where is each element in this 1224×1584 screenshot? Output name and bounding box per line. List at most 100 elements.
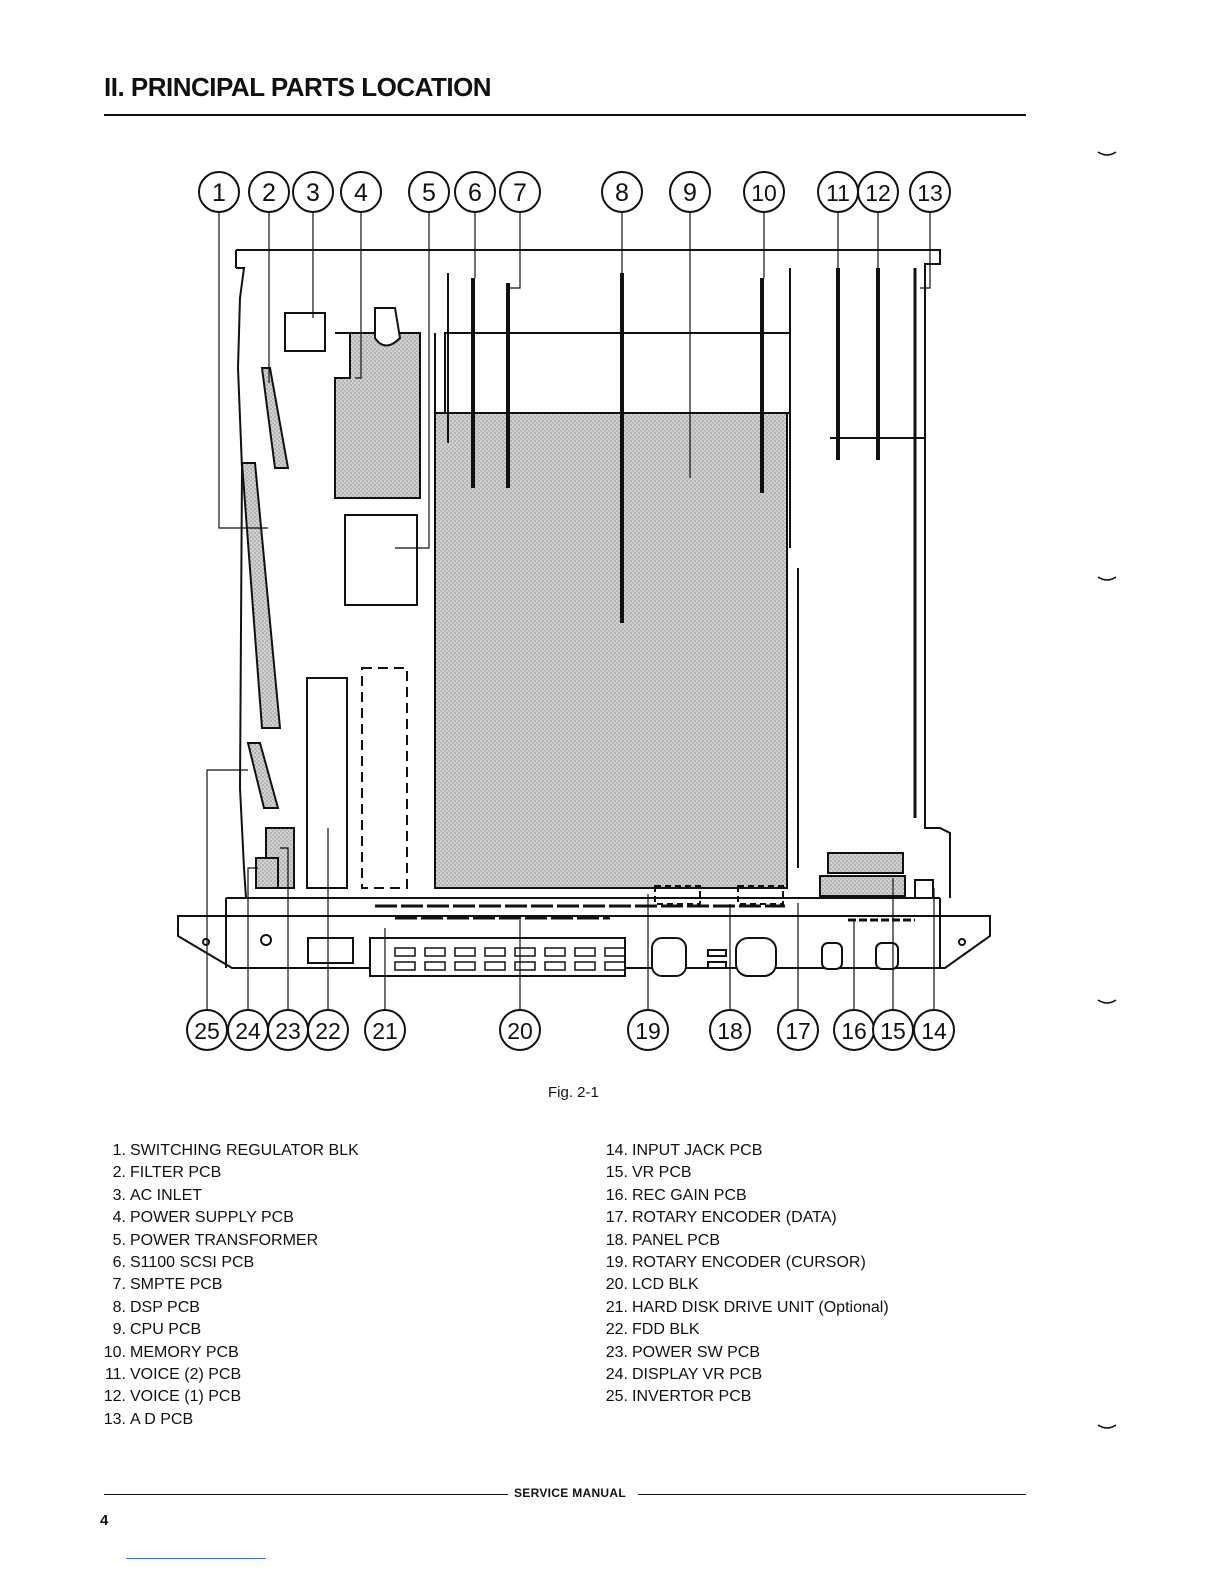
fdd-block xyxy=(306,677,348,889)
callout-number: 10 xyxy=(751,180,777,206)
list-item: 1.SWITCHING REGULATOR BLK xyxy=(112,1142,359,1159)
callout-circle xyxy=(913,1009,955,1051)
callout-19: 19 xyxy=(627,1009,669,1051)
callout-2: 2 xyxy=(248,171,290,213)
callout-20: 20 xyxy=(499,1009,541,1051)
list-item: 13.A D PCB xyxy=(103,1410,194,1428)
cursor-knob xyxy=(651,937,687,977)
callout-circle xyxy=(777,1009,819,1051)
list-item: 19.ROTARY ENCODER (CURSOR) xyxy=(605,1253,866,1271)
parts-list-left: 1.SWITCHING REGULATOR BLK 2.FILTER PCB 3… xyxy=(98,1140,359,1431)
callout-circle xyxy=(340,171,382,213)
page-title: II. PRINCIPAL PARTS LOCATION xyxy=(104,72,492,102)
list-item: 3.AC INLET xyxy=(112,1186,203,1204)
callout-circle xyxy=(248,171,290,213)
callout-number: 15 xyxy=(880,1018,906,1044)
callout-14: 14 xyxy=(913,1009,955,1051)
callout-number: 11 xyxy=(826,180,850,206)
footer-rule-left xyxy=(104,1494,508,1495)
callout-16: 16 xyxy=(833,1009,875,1051)
list-item: 8.DSP PCB xyxy=(112,1298,200,1316)
callout-circle xyxy=(857,171,899,213)
callout-number: 17 xyxy=(785,1018,811,1044)
callout-number: 4 xyxy=(354,179,368,207)
callout-24: 24 xyxy=(227,1009,269,1051)
callout-number: 1 xyxy=(212,179,226,207)
list-item: 5.POWER TRANSFORMER xyxy=(112,1231,319,1249)
footer-rule-right xyxy=(638,1494,1026,1495)
regulator-board xyxy=(240,462,282,729)
list-item: 7.SMPTE PCB xyxy=(112,1276,223,1294)
callout-circle xyxy=(601,171,643,213)
callout-23: 23 xyxy=(267,1009,309,1051)
callout-circle xyxy=(408,171,450,213)
list-item: 14.INPUT JACK PCB xyxy=(605,1142,763,1159)
list-item: 22.FDD BLK xyxy=(605,1321,700,1339)
callout-number: 6 xyxy=(468,179,482,207)
parts-location-diagram: 1234567891011121325242322212019181716151… xyxy=(177,171,991,1051)
list-item: 2.FILTER PCB xyxy=(112,1164,222,1182)
margin-mark xyxy=(1097,576,1117,581)
callout-11: 11 xyxy=(817,171,859,213)
callout-13: 13 xyxy=(909,171,951,213)
callout-number: 13 xyxy=(917,180,943,206)
header-rule xyxy=(104,114,1026,116)
margin-mark xyxy=(1097,1424,1117,1429)
callout-12: 12 xyxy=(857,171,899,213)
list-item: 6.S1100 SCSI PCB xyxy=(112,1253,255,1271)
callout-circle xyxy=(307,1009,349,1051)
callout-number: 20 xyxy=(507,1018,533,1044)
page-number: 4 xyxy=(100,1512,109,1529)
callout-number: 9 xyxy=(683,179,697,207)
callout-21: 21 xyxy=(364,1009,406,1051)
list-item: 23.POWER SW PCB xyxy=(605,1343,761,1361)
callout-number: 23 xyxy=(275,1018,301,1044)
callout-number: 18 xyxy=(717,1018,743,1044)
callout-8: 8 xyxy=(601,171,643,213)
callout-circle xyxy=(454,171,496,213)
callout-number: 19 xyxy=(635,1018,661,1044)
callout-number: 5 xyxy=(422,179,436,207)
main-board xyxy=(434,412,788,889)
callout-4: 4 xyxy=(340,171,382,213)
list-item: 25.INVERTOR PCB xyxy=(605,1388,752,1406)
ac-inlet-shape xyxy=(284,312,326,352)
callout-number: 22 xyxy=(315,1018,341,1044)
callout-circle xyxy=(743,171,785,213)
callout-3: 3 xyxy=(292,171,334,213)
callout-circle xyxy=(198,171,240,213)
bottom-accent-line xyxy=(126,1558,266,1559)
callout-circle xyxy=(709,1009,751,1051)
list-item: 20.LCD BLK xyxy=(605,1276,699,1294)
callout-number: 12 xyxy=(865,180,891,206)
list-item: 11.VOICE (2) PCB xyxy=(104,1365,242,1383)
list-item: 21.HARD DISK DRIVE UNIT (Optional) xyxy=(605,1298,889,1316)
callout-circle xyxy=(669,171,711,213)
callout-circle xyxy=(499,171,541,213)
list-item: 15.VR PCB xyxy=(605,1164,692,1182)
list-item: 18.PANEL PCB xyxy=(605,1231,721,1249)
callout-circle xyxy=(499,1009,541,1051)
list-item: 24.DISPLAY VR PCB xyxy=(605,1365,763,1383)
callout-circle xyxy=(292,171,334,213)
list-item: 4.POWER SUPPLY PCB xyxy=(112,1209,294,1227)
callout-number: 16 xyxy=(841,1018,867,1044)
list-item: 10.MEMORY PCB xyxy=(103,1343,239,1361)
callout-7: 7 xyxy=(499,171,541,213)
list-item: 9.CPU PCB xyxy=(112,1321,202,1339)
transformer-shape xyxy=(344,514,418,606)
callout-number: 25 xyxy=(194,1018,220,1044)
callout-number: 2 xyxy=(262,179,276,207)
list-item: 12.VOICE (1) PCB xyxy=(103,1388,242,1406)
callout-number: 8 xyxy=(615,179,629,207)
callout-22: 22 xyxy=(307,1009,349,1051)
chassis-outline xyxy=(236,249,951,898)
callout-18: 18 xyxy=(709,1009,751,1051)
callout-5: 5 xyxy=(408,171,450,213)
callout-number: 24 xyxy=(235,1018,261,1044)
callout-circle xyxy=(627,1009,669,1051)
callout-number: 7 xyxy=(513,179,527,207)
parts-list-right: 14.INPUT JACK PCB 15.VR PCB 16.REC GAIN … xyxy=(600,1140,889,1409)
power-supply-pcb xyxy=(334,332,421,499)
